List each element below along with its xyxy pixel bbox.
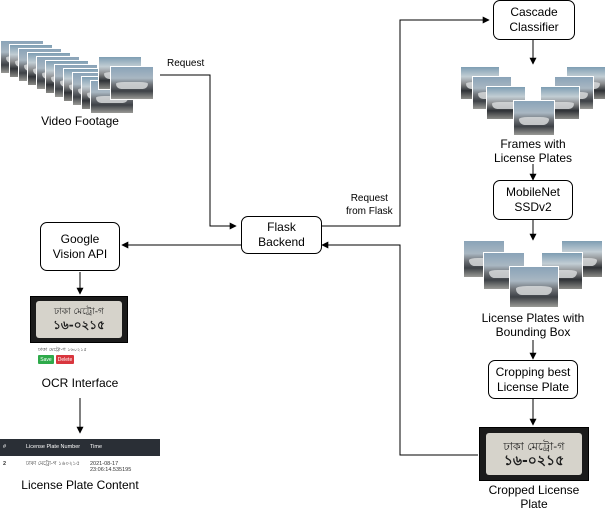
plate-content-label: License Plate Content xyxy=(21,478,139,492)
ocr-plate-image: ঢাকা মেট্রো-গ ১৬-০২১৫ xyxy=(30,296,128,343)
table-cell-plate: ঢাকা মেট্রো-গ ১৬০২১৫ xyxy=(26,461,80,467)
request-from-flask-label: Request from Flask xyxy=(346,193,393,217)
flask-backend-node: Flask Backend xyxy=(241,216,322,254)
cropped-plate-line1: ঢাকা মেট্রো-গ xyxy=(503,439,565,453)
frames-with-plates-label: Frames with License Plates xyxy=(493,137,573,165)
cropped-plate-label: Cropped License Plate xyxy=(488,483,580,511)
plates-with-bbox-stack xyxy=(463,240,605,308)
plates-with-bbox-label: License Plates with Bounding Box xyxy=(481,311,585,339)
cropped-plate-line2: ১৬-০২১৫ xyxy=(503,452,565,469)
table-header-time: Time xyxy=(90,444,103,450)
ocr-plate-line1: ঢাকা মেট্রো-গ xyxy=(54,307,104,317)
cascade-classifier-node: Cascade Classifier xyxy=(493,0,575,40)
ocr-recognized-text: ঢাকা মেট্রো-গ ১৬০২১৫ xyxy=(38,347,87,353)
ocr-delete-button[interactable]: Delete xyxy=(56,355,74,364)
ocr-save-button[interactable]: Save xyxy=(38,355,54,364)
ocr-plate-line2: ১৬-০২১৫ xyxy=(53,318,105,332)
arrow-flask-to-cascade xyxy=(322,16,490,227)
cropped-plate-image: ঢাকা মেট্রো-গ ১৬-০২১৫ xyxy=(479,427,589,481)
table-cell-index: 2 xyxy=(3,461,7,467)
arrow-cropped-to-flask xyxy=(321,241,478,456)
table-header-index: # xyxy=(3,444,7,450)
table-cell-time: 2021-08-17 23:06:14.535195 xyxy=(90,461,132,473)
frames-with-plates-stack xyxy=(460,66,608,136)
google-vision-api-node: Google Vision API xyxy=(40,222,120,271)
cropping-best-plate-node: Cropping best License Plate xyxy=(488,360,578,399)
table-row: 2 ঢাকা মেট্রো-গ ১৬০২১৫ 2021-08-17 23:06:… xyxy=(0,458,160,473)
table-header-plate: License Plate Number xyxy=(26,444,81,450)
video-footage-stack xyxy=(0,40,160,114)
results-table-header: # License Plate Number Time xyxy=(0,439,160,456)
video-footage-label: Video Footage xyxy=(41,114,119,128)
mobilenet-ssd-node: MobileNet SSDv2 xyxy=(493,180,573,220)
request-label: Request xyxy=(167,58,205,69)
ocr-interface-title: OCR Interface xyxy=(41,376,119,390)
arrow-video-to-flask xyxy=(160,74,237,230)
